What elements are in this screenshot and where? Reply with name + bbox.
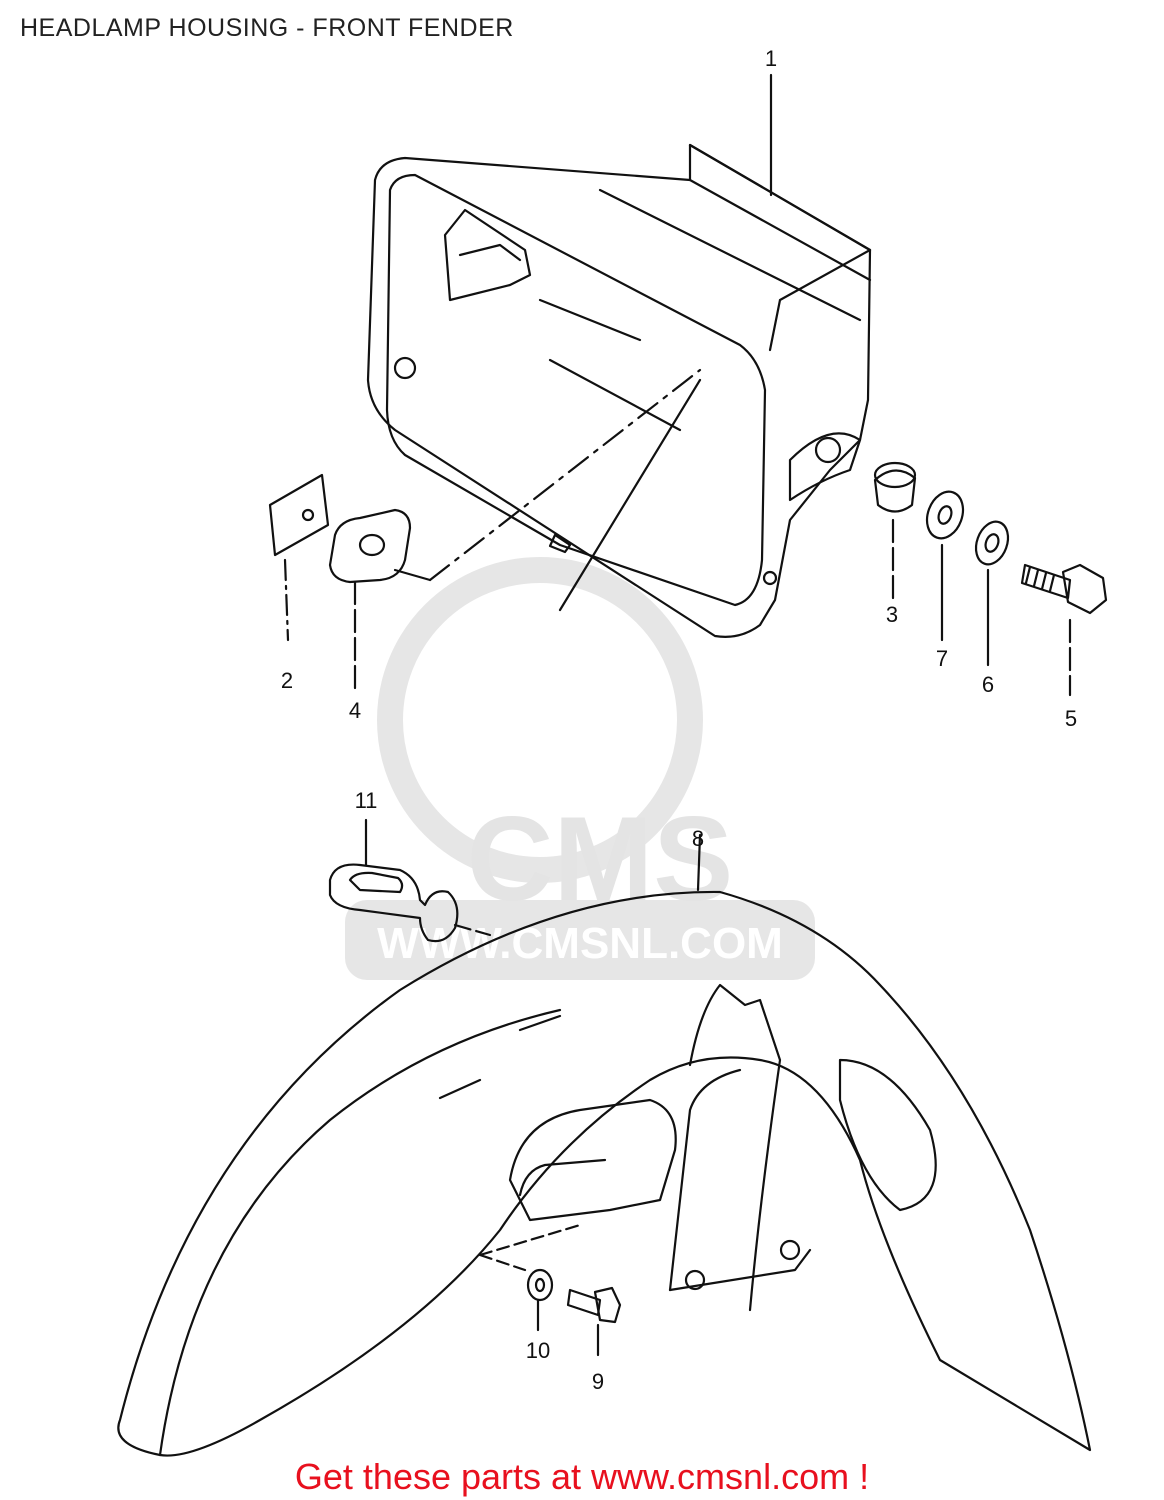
- part-5-bolt: [1020, 563, 1108, 697]
- callout-1: 1: [765, 46, 777, 71]
- part-3-collar: [873, 461, 917, 600]
- part-11-clip: [328, 818, 492, 943]
- callout-3: 3: [886, 602, 898, 627]
- callout-11: 11: [355, 788, 378, 813]
- part-7-washer: [925, 490, 965, 642]
- callout-9: 9: [592, 1369, 604, 1394]
- page-title: HEADLAMP HOUSING - FRONT FENDER: [20, 14, 514, 42]
- part-8-front-fender: [117, 833, 1092, 1457]
- cms-watermark: CMS WWW.CMSNL.COM: [345, 557, 815, 980]
- callout-6: 6: [982, 672, 994, 697]
- footer-cta-link[interactable]: Get these parts at www.cmsnl.com !: [294, 1456, 870, 1497]
- watermark-brand: CMS: [467, 792, 734, 926]
- callout-2: 2: [281, 668, 293, 693]
- part-9-bolt: [566, 1286, 622, 1357]
- callout-5: 5: [1065, 706, 1077, 731]
- headlamp-housing: [366, 143, 872, 638]
- watermark-site: WWW.CMSNL.COM: [377, 919, 783, 968]
- callout-10: 10: [526, 1338, 550, 1363]
- callout-4: 4: [349, 698, 361, 723]
- callout-8: 8: [692, 826, 704, 851]
- part-6-lock-washer: [974, 520, 1010, 667]
- part-10-washer: [526, 1268, 554, 1332]
- part-4-plate: [328, 508, 412, 692]
- part-2-square-nut: [268, 473, 330, 642]
- callout-7: 7: [936, 646, 948, 671]
